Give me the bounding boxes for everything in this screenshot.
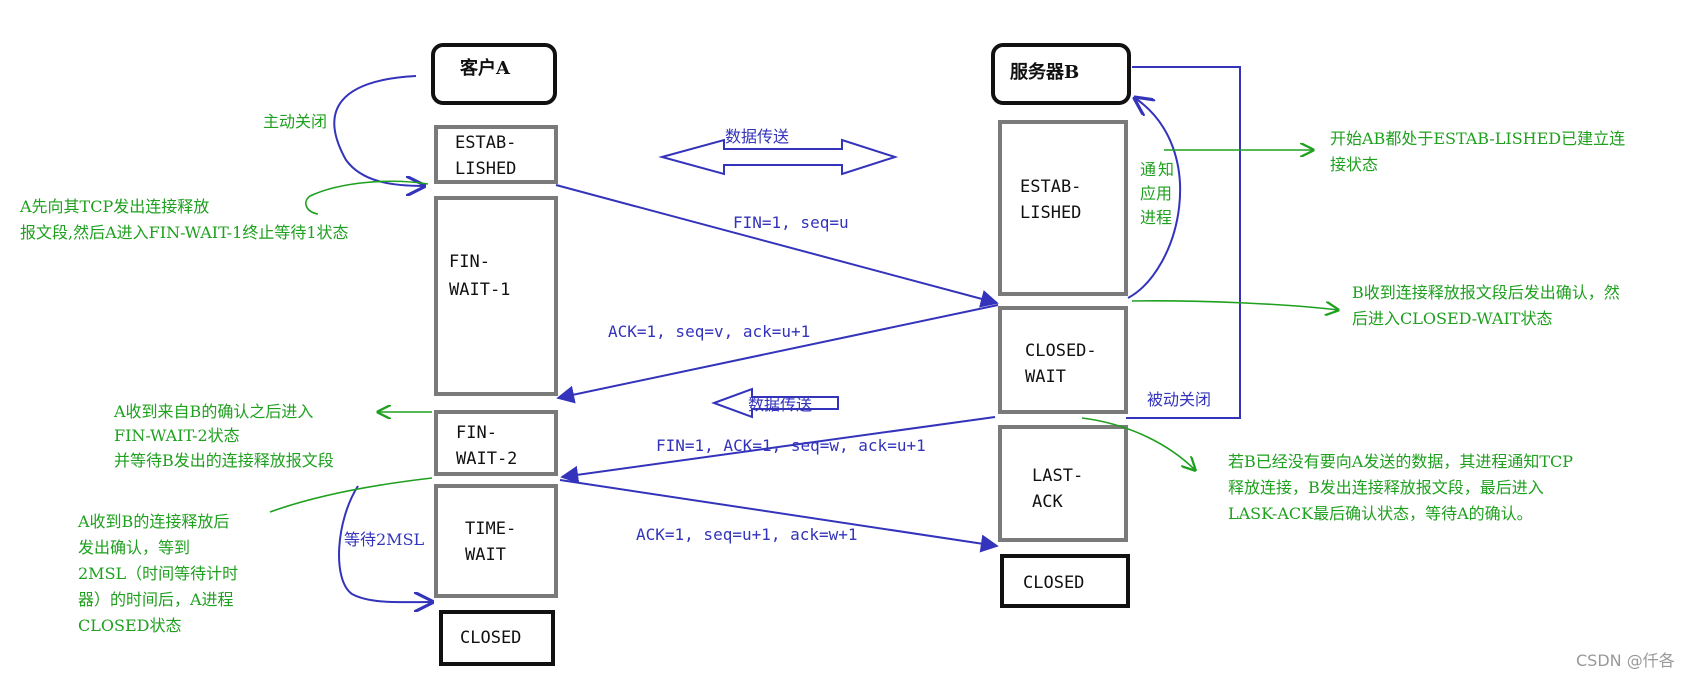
client-state-fin-wait-1 xyxy=(434,196,558,396)
a-recv-fin-note-line5: CLOSED状态 xyxy=(78,616,181,635)
passive-close-label: 被动关闭 xyxy=(1147,390,1211,409)
server-state-established xyxy=(998,120,1128,296)
message-ack2-arrow xyxy=(559,479,999,553)
message-fin2-label: FIN=1, ACK=1, seq=w, ack=u+1 xyxy=(656,436,926,455)
a-send-fin-note-line1: A先向其TCP发出连接释放 xyxy=(19,197,209,216)
message-fin2-arrow xyxy=(560,416,996,484)
notify-app-line3: 应用 xyxy=(1140,184,1172,203)
server-state-established-line1: ESTAB- xyxy=(1020,177,1081,197)
a-recv-fin-note-line2: 发出确认，等到 xyxy=(78,538,190,557)
message-fin1-arrow xyxy=(555,184,999,308)
a-recv-ack-note-line3: 并等待B发出的连接释放报文段 xyxy=(114,451,334,470)
b-send-fin-note-line3: LASK-ACK最后确认状态，等待A的确认。 xyxy=(1228,504,1533,523)
message-fin1-label: FIN=1, seq=u xyxy=(733,213,849,232)
server-state-closed-wait xyxy=(998,306,1128,414)
server-state-closed-wait-line1: CLOSED- xyxy=(1025,341,1097,361)
notify-app-line4: 进程 xyxy=(1140,208,1172,227)
message-ack1-arrow xyxy=(556,304,999,404)
notify-app-curve xyxy=(1127,98,1182,299)
server-state-last-ack-line1: LAST- xyxy=(1032,466,1083,486)
wait-2msl-label: 等待2MSL xyxy=(344,530,425,549)
client-state-established xyxy=(434,125,558,184)
server-state-closed-wait-line2: WAIT xyxy=(1025,367,1066,387)
server-title-box xyxy=(991,43,1131,105)
server-state-closed xyxy=(1000,554,1130,608)
server-state-last-ack xyxy=(998,425,1128,542)
b-recv-fin-pointer xyxy=(1131,300,1338,310)
client-state-fin-wait-1-line2: WAIT-1 xyxy=(449,280,510,300)
client-state-time-wait-line1: TIME- xyxy=(465,519,516,539)
a-recv-fin-pointer xyxy=(269,477,433,513)
both-established-note-line2: 接状态 xyxy=(1330,155,1378,174)
client-state-closed-label: CLOSED xyxy=(460,628,521,648)
b-recv-fin-note-line2: 后进入CLOSED-WAIT状态 xyxy=(1352,309,1552,328)
active-close-label: 主动关闭 xyxy=(263,112,327,131)
passive-close-line xyxy=(1126,66,1241,419)
active-close-curve xyxy=(333,75,424,186)
server-state-established-line2: LISHED xyxy=(1020,203,1081,223)
client-title: 客户A xyxy=(460,57,511,79)
data-transfer-label-middle: 数据传送 xyxy=(748,395,812,414)
server-state-last-ack-line2: ACK xyxy=(1032,492,1063,512)
b-send-fin-pointer xyxy=(1081,417,1195,470)
data-transfer-label-top: 数据传送 xyxy=(725,127,789,146)
client-state-time-wait xyxy=(434,484,558,598)
message-ack1-label: ACK=1, seq=v, ack=u+1 xyxy=(608,322,810,341)
client-state-closed xyxy=(439,610,555,666)
server-title: 服务器B xyxy=(1010,61,1079,83)
a-recv-fin-note-line4: 器）的时间后，A进程 xyxy=(78,590,234,609)
client-state-fin-wait-2-line2: WAIT-2 xyxy=(456,449,517,469)
client-state-established-line1: ESTAB- xyxy=(455,133,516,153)
data-transfer-arrow-middle xyxy=(711,387,839,419)
both-established-note-line1: 开始AB都处于ESTAB-LISHED已建立连 xyxy=(1330,129,1625,148)
a-recv-fin-note-line3: 2MSL（时间等待计时 xyxy=(78,564,238,583)
notify-app-line1: 通 xyxy=(1140,160,1156,179)
wait-2msl-curve xyxy=(338,485,432,602)
a-recv-fin-note-line1: A收到B的连接释放后 xyxy=(77,512,229,531)
client-state-fin-wait-2 xyxy=(434,410,558,476)
client-title-box xyxy=(431,43,557,105)
a-recv-ack-note-line1: A收到来自B的确认之后进入 xyxy=(113,402,313,421)
data-transfer-arrow-top xyxy=(658,138,899,176)
b-recv-fin-note-line1: B收到连接释放报文段后发出确认，然 xyxy=(1352,283,1620,302)
b-send-fin-note-line1: 若B已经没有要向A发送的数据，其进程通知TCP xyxy=(1228,452,1573,471)
notify-app-line2: 知 xyxy=(1158,160,1174,179)
a-send-fin-pointer xyxy=(305,180,429,215)
client-state-fin-wait-2-line1: FIN- xyxy=(456,423,497,443)
message-ack2-label: ACK=1, seq=u+1, ack=w+1 xyxy=(636,525,858,544)
b-send-fin-note-line2: 释放连接，B发出连接释放报文段，最后进入 xyxy=(1228,478,1544,497)
a-send-fin-note-line2: 报文段,然后A进入FIN-WAIT-1终止等待1状态 xyxy=(20,223,349,242)
a-recv-ack-note-line2: FIN-WAIT-2状态 xyxy=(114,426,240,445)
client-state-time-wait-line2: WAIT xyxy=(465,545,506,565)
client-state-fin-wait-1-line1: FIN- xyxy=(449,252,490,272)
watermark: CSDN @仟各 xyxy=(1576,651,1675,670)
server-state-closed-label: CLOSED xyxy=(1023,573,1084,593)
client-state-established-line2: LISHED xyxy=(455,159,516,179)
